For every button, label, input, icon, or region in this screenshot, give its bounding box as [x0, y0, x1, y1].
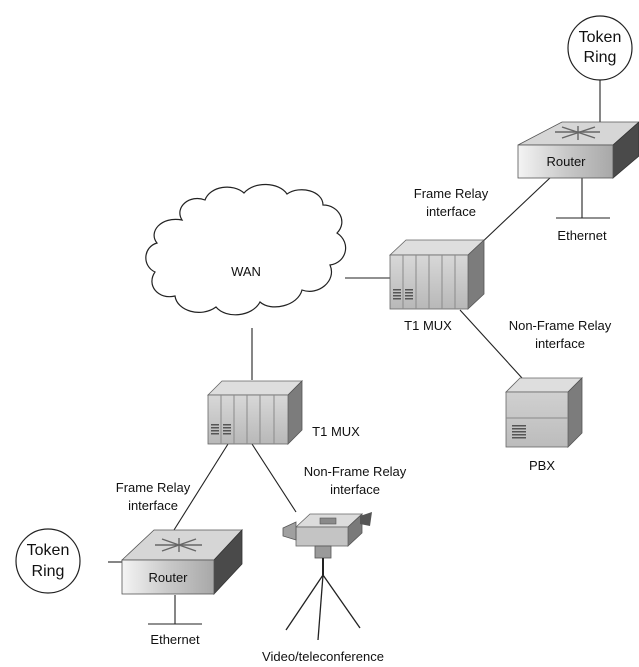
bottom-t1-mux: T1 MUX: [207, 380, 360, 445]
top-token-ring-label-line2: Ring: [584, 49, 617, 66]
pbx: PBX: [505, 377, 583, 473]
top-token-ring-label-line1: Token: [579, 29, 622, 46]
top-mux-label: T1 MUX: [404, 318, 452, 333]
pbx-label: PBX: [529, 458, 555, 473]
bottom-ethernet-label: Ethernet: [150, 632, 200, 647]
video-camera-icon: [282, 512, 372, 641]
top-frame-relay-line2: interface: [426, 204, 476, 219]
top-router: Router: [517, 121, 639, 179]
bottom-nonframe-line2: interface: [330, 482, 380, 497]
connection-lines: [108, 80, 610, 625]
link-top-router-mux: [477, 175, 553, 247]
bottom-frame-relay-line1: Frame Relay: [116, 480, 191, 495]
link-bottom-mux-router: [173, 443, 229, 531]
bottom-frame-relay-line2: interface: [128, 498, 178, 513]
router-arrows-icon: [155, 538, 202, 552]
link-bottom-mux-camera: [251, 443, 297, 513]
top-nonframe-line2: interface: [535, 336, 585, 351]
bottom-router: Router: [120, 528, 243, 596]
wan-label: WAN: [231, 264, 261, 279]
bottom-nonframe-line1: Non-Frame Relay: [304, 464, 407, 479]
wan-cloud: WAN: [145, 183, 347, 316]
bottom-router-label: Router: [148, 570, 188, 585]
bottom-token-ring-label-line2: Ring: [32, 563, 65, 580]
camera-label: Video/teleconference: [262, 649, 384, 664]
top-frame-relay-line1: Frame Relay: [414, 186, 489, 201]
bottom-token-ring-label-line1: Token: [27, 542, 70, 559]
top-token-ring: Token Ring: [567, 15, 633, 81]
bottom-mux-label: T1 MUX: [312, 424, 360, 439]
bottom-token-ring: Token Ring: [15, 528, 81, 594]
link-top-mux-pbx: [459, 309, 523, 379]
top-router-label: Router: [546, 154, 586, 169]
top-ethernet-label: Ethernet: [557, 228, 607, 243]
top-nonframe-line1: Non-Frame Relay: [509, 318, 612, 333]
top-t1-mux: T1 MUX: [388, 239, 486, 333]
router-arrows-icon: [555, 126, 600, 140]
